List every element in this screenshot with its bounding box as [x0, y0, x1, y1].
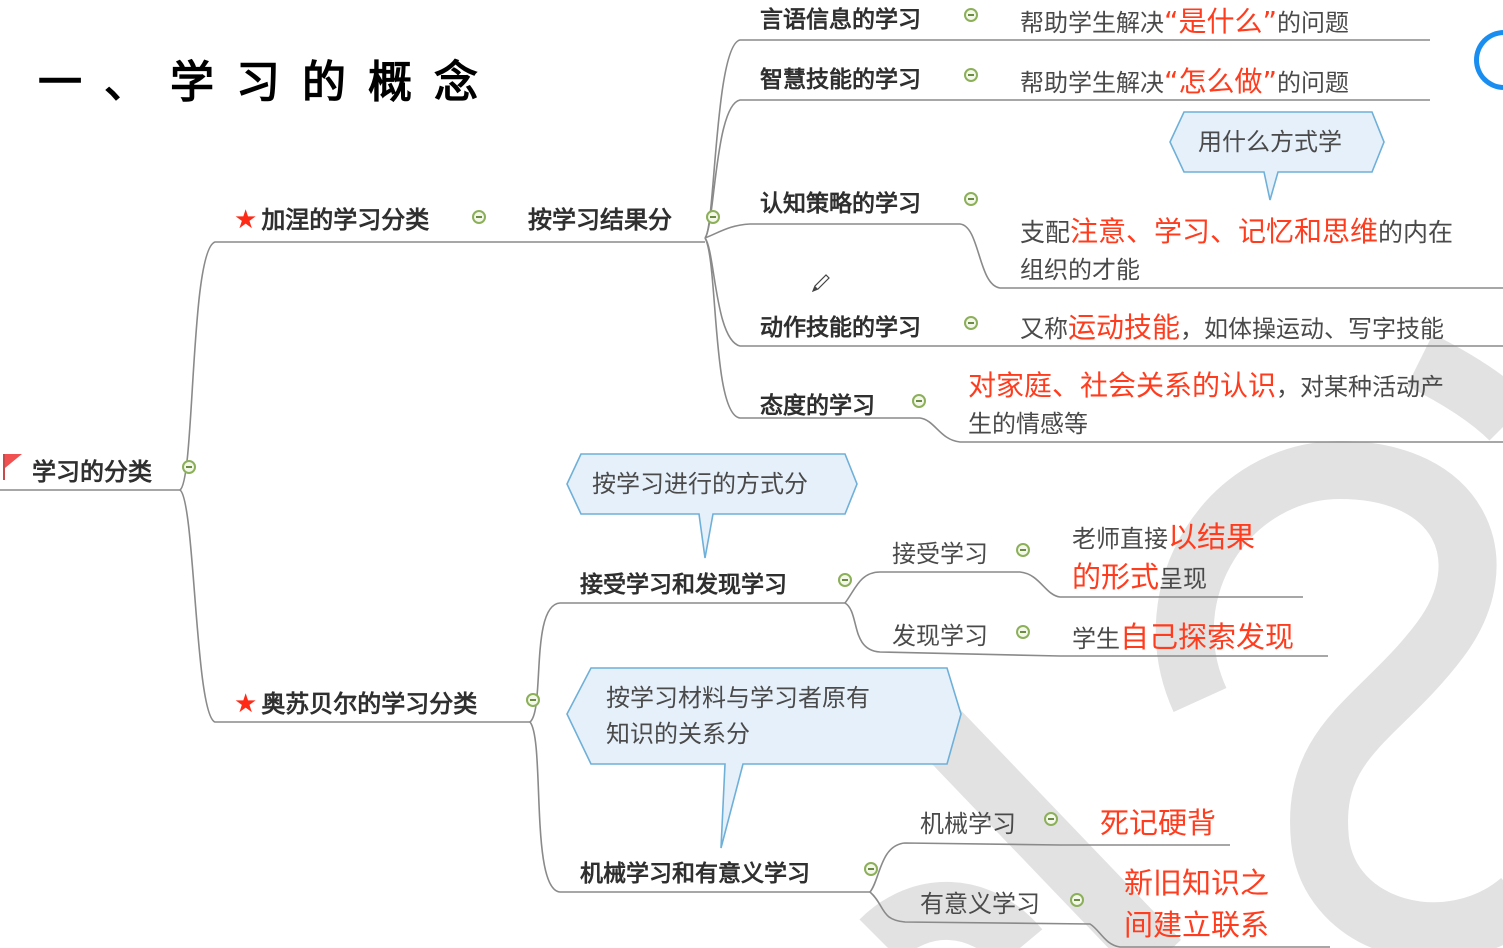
star-icon: ★ — [234, 205, 258, 235]
collapse-toggle-icon[interactable] — [1016, 543, 1030, 557]
collapse-toggle-icon[interactable] — [706, 210, 720, 224]
discovery-learning-node[interactable]: 发现学习 — [892, 622, 988, 650]
intellectual-skills-node[interactable]: 智慧技能的学习 — [760, 67, 921, 93]
collapse-toggle-icon[interactable] — [182, 460, 196, 474]
cognitive-strategies-desc-line2: 组织的才能 — [1020, 256, 1140, 284]
cognitive-strategies-node[interactable]: 认知策略的学习 — [760, 191, 921, 217]
gagne-classification-node[interactable]: ★加涅的学习分类 — [234, 205, 430, 235]
callout-by-material-relation-line2: 知识的关系分 — [606, 720, 750, 748]
callout-how-to-learn — [1169, 111, 1385, 201]
root-node-label[interactable]: 学习的分类 — [32, 458, 152, 486]
rote-learning-node[interactable]: 机械学习 — [920, 810, 1016, 838]
ausubel-classification-node[interactable]: ★奥苏贝尔的学习分类 — [234, 689, 478, 719]
motor-skills-desc: 又称运动技能，如体操运动、写字技能 — [1020, 311, 1445, 344]
collapse-toggle-icon[interactable] — [964, 8, 978, 22]
callout-by-learning-method — [566, 453, 858, 559]
rote-learning-desc: 死记硬背 — [1100, 806, 1217, 840]
motor-skills-node[interactable]: 动作技能的学习 — [760, 315, 921, 341]
collapse-toggle-icon[interactable] — [964, 316, 978, 330]
callout-by-learning-method-text: 按学习进行的方式分 — [592, 470, 808, 498]
callout-by-material-relation-line1: 按学习材料与学习者原有 — [606, 684, 870, 712]
collapse-toggle-icon[interactable] — [472, 210, 486, 224]
collapse-toggle-icon[interactable] — [912, 394, 926, 408]
pencil-cursor-icon — [811, 274, 830, 293]
collapse-toggle-icon[interactable] — [526, 693, 540, 707]
reception-learning-node[interactable]: 接受学习 — [892, 540, 988, 568]
attitude-learning-desc-line2: 生的情感等 — [968, 410, 1088, 438]
attitude-learning-desc-line1: 对家庭、社会关系的认识，对某种活动产 — [968, 369, 1445, 402]
callout-by-material-relation — [566, 667, 962, 849]
meaningful-learning-desc-line2: 间建立联系 — [1124, 908, 1270, 942]
rote-meaningful-node[interactable]: 机械学习和有意义学习 — [580, 861, 810, 887]
collapse-toggle-icon[interactable] — [964, 192, 978, 206]
callout-how-to-learn-text: 用什么方式学 — [1198, 128, 1342, 156]
intellectual-skills-desc: 帮助学生解决“怎么做”的问题 — [1020, 65, 1350, 98]
page-title: 一、学习的概念 — [38, 57, 500, 108]
reception-discovery-node[interactable]: 接受学习和发现学习 — [580, 572, 787, 598]
collapse-toggle-icon[interactable] — [1016, 625, 1030, 639]
verbal-information-node[interactable]: 言语信息的学习 — [760, 7, 921, 33]
collapse-toggle-icon[interactable] — [1044, 812, 1058, 826]
red-flag-icon — [3, 454, 22, 480]
collapse-toggle-icon[interactable] — [964, 68, 978, 82]
reception-learning-desc-line1: 老师直接以结果 — [1072, 520, 1256, 554]
meaningful-learning-node[interactable]: 有意义学习 — [920, 890, 1040, 918]
verbal-information-desc: 帮助学生解决“是什么”的问题 — [1020, 5, 1350, 38]
collapse-toggle-icon[interactable] — [1070, 893, 1084, 907]
by-learning-outcome-node[interactable]: 按学习结果分 — [528, 206, 672, 234]
collapse-toggle-icon[interactable] — [838, 573, 852, 587]
meaningful-learning-desc-line1: 新旧知识之 — [1124, 866, 1270, 900]
attitude-learning-node[interactable]: 态度的学习 — [760, 393, 875, 419]
star-icon: ★ — [234, 689, 258, 719]
cognitive-strategies-desc-line1: 支配注意、学习、记忆和思维的内在 — [1020, 215, 1454, 248]
reception-learning-desc-line2: 的形式呈现 — [1072, 560, 1208, 594]
discovery-learning-desc: 学生自己探索发现 — [1072, 620, 1295, 654]
collapse-toggle-icon[interactable] — [864, 862, 878, 876]
